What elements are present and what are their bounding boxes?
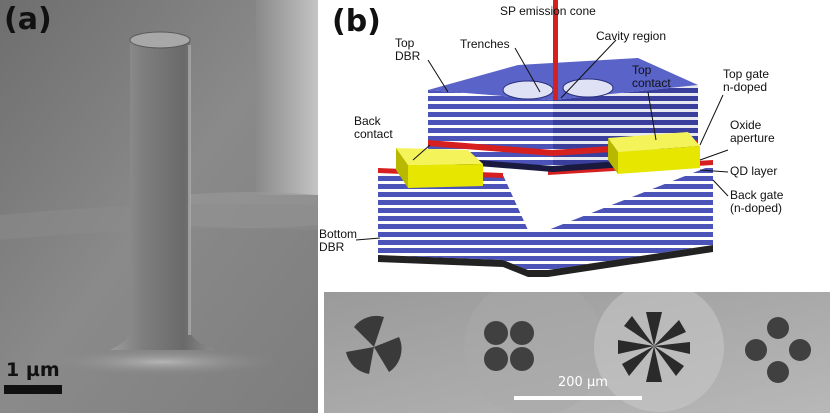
panel-label-b: (b) [332, 4, 381, 39]
micropillar-sem-image [0, 0, 318, 413]
scale-bar-label-c: 200 µm [558, 375, 608, 390]
panel-b-device-schematic: (b) SP emission cone Trenches Cavity reg… [318, 0, 830, 290]
bottom-dbr [378, 165, 713, 270]
back-contact-pad [408, 164, 483, 188]
label-bottom-dbr: Bottom DBR [319, 227, 358, 254]
device-schematic [355, 0, 729, 277]
label-qd-layer: QD layer [730, 164, 778, 178]
label-top-gate: Top gate n-doped [723, 67, 770, 94]
panel-a-sem-micropillar: (a) 1 µm [0, 0, 318, 413]
sp-emission-cone [553, 0, 558, 100]
label-oxide-aperture: Oxide aperture [730, 118, 775, 145]
label-back-gate: Back gate (n-doped) [730, 188, 784, 215]
label-cavity-region: Cavity region [596, 29, 667, 43]
trench-pattern-4-hole-diamond [745, 317, 811, 383]
label-top-contact: Top contact [632, 63, 671, 90]
label-back-contact: Back contact [354, 114, 393, 141]
scale-bar-label-a: 1 µm [6, 359, 60, 381]
mesa-top [428, 58, 698, 100]
scale-bar-a [4, 385, 62, 394]
label-sp-emission-cone: SP emission cone [500, 4, 596, 18]
top-contact-pad [618, 146, 700, 174]
trench-pattern-3-wedge [346, 315, 402, 374]
trench-pattern-4-hole [484, 321, 534, 371]
trench-right [562, 78, 614, 98]
trench-pattern-radial-spokes [618, 312, 690, 382]
panel-c-sem-trench-patterns: 200 µm [324, 292, 830, 413]
label-trenches: Trenches [460, 37, 510, 51]
panel-label-a: (a) [4, 2, 52, 37]
trench-left [502, 80, 554, 100]
scale-bar-c [514, 396, 642, 400]
label-top-dbr: Top DBR [395, 36, 421, 63]
trench-patterns-sem-image [324, 292, 830, 413]
